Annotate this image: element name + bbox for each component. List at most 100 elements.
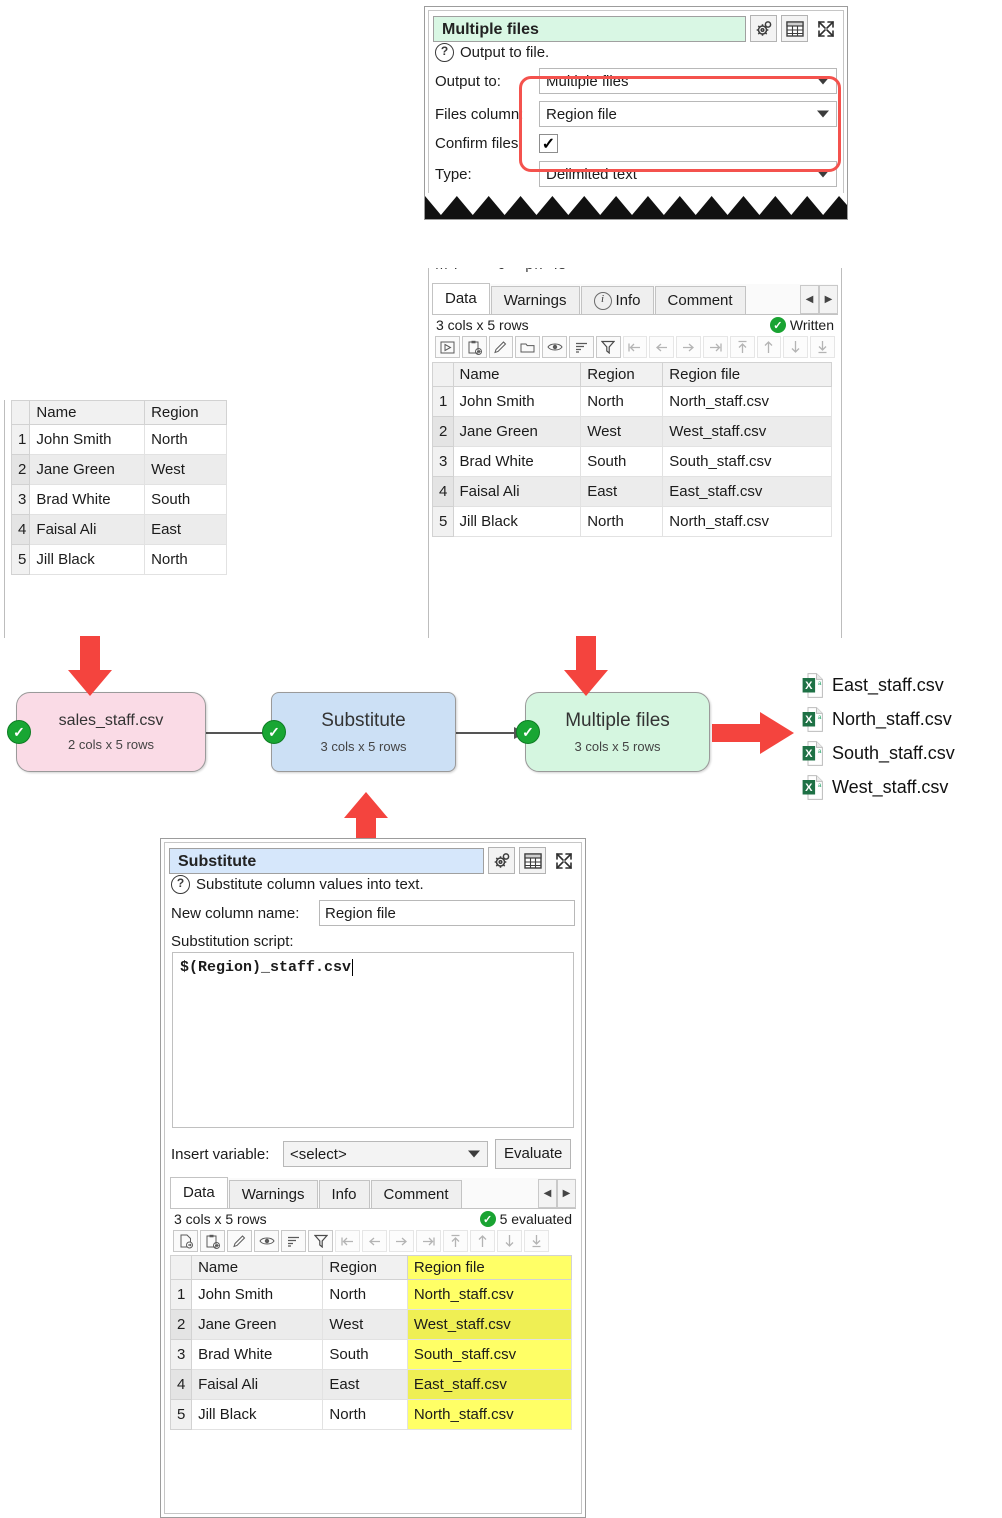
table-cell[interactable]: Faisal Ali	[452, 476, 582, 507]
table-cell[interactable]: North_staff.csv	[406, 1399, 573, 1430]
edit-icon[interactable]	[227, 1230, 252, 1252]
table-cell[interactable]: Faisal Ali	[191, 1369, 324, 1400]
column-header[interactable]: Name	[452, 362, 582, 387]
flow-node-substitute[interactable]: ✓ Substitute 3 cols x 5 rows	[262, 692, 456, 772]
table-cell[interactable]: John Smith	[452, 386, 582, 417]
prev-col-icon[interactable]	[362, 1230, 387, 1252]
tab-scroll-right-button[interactable]: ▶	[557, 1179, 576, 1208]
last-col-icon[interactable]	[416, 1230, 441, 1252]
table-cell[interactable]: West	[580, 416, 664, 447]
table-cell[interactable]: John Smith	[191, 1279, 324, 1310]
table-cell[interactable]: South	[580, 446, 664, 477]
table-cell[interactable]: West_staff.csv	[406, 1309, 573, 1340]
expand-icon[interactable]	[812, 15, 839, 42]
prev-row-icon[interactable]	[756, 336, 782, 358]
next-row-icon[interactable]	[497, 1230, 522, 1252]
table-cell[interactable]: North_staff.csv	[662, 506, 832, 537]
new-icon[interactable]	[173, 1230, 198, 1252]
table-cell[interactable]: North	[322, 1399, 408, 1430]
table-cell[interactable]: South_staff.csv	[406, 1339, 573, 1370]
first-col-icon[interactable]	[335, 1230, 360, 1252]
last-row-icon[interactable]	[524, 1230, 549, 1252]
gear-icon[interactable]	[488, 847, 515, 874]
table-cell[interactable]: East_staff.csv	[662, 476, 832, 507]
folder-icon[interactable]	[515, 336, 541, 358]
prev-row-icon[interactable]	[470, 1230, 495, 1252]
table-cell[interactable]: Jill Black	[29, 544, 146, 575]
output-panel-title-field[interactable]: Multiple files	[433, 15, 746, 42]
table-cell[interactable]: West_staff.csv	[662, 416, 832, 447]
table-cell[interactable]: John Smith	[29, 424, 146, 455]
last-row-icon[interactable]	[810, 336, 835, 358]
tab-warnings[interactable]: Warnings	[228, 1180, 318, 1208]
help-icon[interactable]: ?	[435, 43, 454, 62]
table-cell[interactable]: East	[322, 1369, 408, 1400]
first-row-icon[interactable]	[443, 1230, 468, 1252]
eye-icon[interactable]	[254, 1230, 279, 1252]
insert-variable-select[interactable]: <select>	[283, 1141, 488, 1167]
table-icon[interactable]	[519, 847, 546, 874]
table-cell[interactable]: Brad White	[191, 1339, 324, 1370]
last-col-icon[interactable]	[702, 336, 728, 358]
flow-node-multiple-files[interactable]: ✓ Multiple files 3 cols x 5 rows	[516, 692, 710, 772]
gear-icon[interactable]	[750, 15, 777, 42]
run-icon[interactable]	[435, 336, 460, 358]
table-cell[interactable]: South	[322, 1339, 408, 1370]
table-cell[interactable]: Jill Black	[452, 506, 582, 537]
paste-icon[interactable]	[200, 1230, 225, 1252]
table-cell[interactable]: Brad White	[452, 446, 582, 477]
table-cell[interactable]: Jane Green	[29, 454, 146, 485]
tab-data[interactable]: Data	[432, 283, 490, 314]
next-col-icon[interactable]	[389, 1230, 414, 1252]
table-icon[interactable]	[781, 15, 808, 42]
filter-icon[interactable]	[308, 1230, 333, 1252]
output-to-select[interactable]: Multiple files	[539, 68, 837, 94]
table-cell[interactable]: Jill Black	[191, 1399, 324, 1430]
column-header[interactable]: Region file	[406, 1255, 573, 1280]
table-cell[interactable]: North	[144, 544, 227, 575]
table-cell[interactable]: South	[144, 484, 227, 515]
table-cell[interactable]: North	[580, 386, 664, 417]
table-cell[interactable]: East	[580, 476, 664, 507]
tab-comment[interactable]: Comment	[654, 286, 746, 314]
table-cell[interactable]: North	[144, 424, 227, 455]
tab-info[interactable]: i Info	[580, 286, 654, 314]
table-cell[interactable]: North_staff.csv	[662, 386, 832, 417]
table-cell[interactable]: Jane Green	[452, 416, 582, 447]
tab-data[interactable]: Data	[170, 1177, 228, 1208]
column-header[interactable]: Region	[144, 400, 227, 425]
sort-icon[interactable]	[568, 336, 594, 358]
table-cell[interactable]: North	[580, 506, 664, 537]
expand-icon[interactable]	[550, 847, 577, 874]
column-header[interactable]: Name	[29, 400, 146, 425]
table-cell[interactable]: East_staff.csv	[406, 1369, 573, 1400]
column-header[interactable]: Region	[580, 362, 664, 387]
table-cell[interactable]: Faisal Ali	[29, 514, 146, 545]
flow-node-sales-staff[interactable]: ✓ sales_staff.csv 2 cols x 5 rows	[7, 692, 206, 772]
table-cell[interactable]: South_staff.csv	[662, 446, 832, 477]
column-header[interactable]: Region	[322, 1255, 408, 1280]
help-icon[interactable]: ?	[171, 875, 190, 894]
table-cell[interactable]: Jane Green	[191, 1309, 324, 1340]
files-column-select[interactable]: Region file	[539, 101, 837, 127]
tab-warnings[interactable]: Warnings	[490, 286, 580, 314]
table-cell[interactable]: East	[144, 514, 227, 545]
next-col-icon[interactable]	[676, 336, 701, 358]
substitution-script-textarea[interactable]: $(Region)_staff.csv	[172, 952, 574, 1128]
